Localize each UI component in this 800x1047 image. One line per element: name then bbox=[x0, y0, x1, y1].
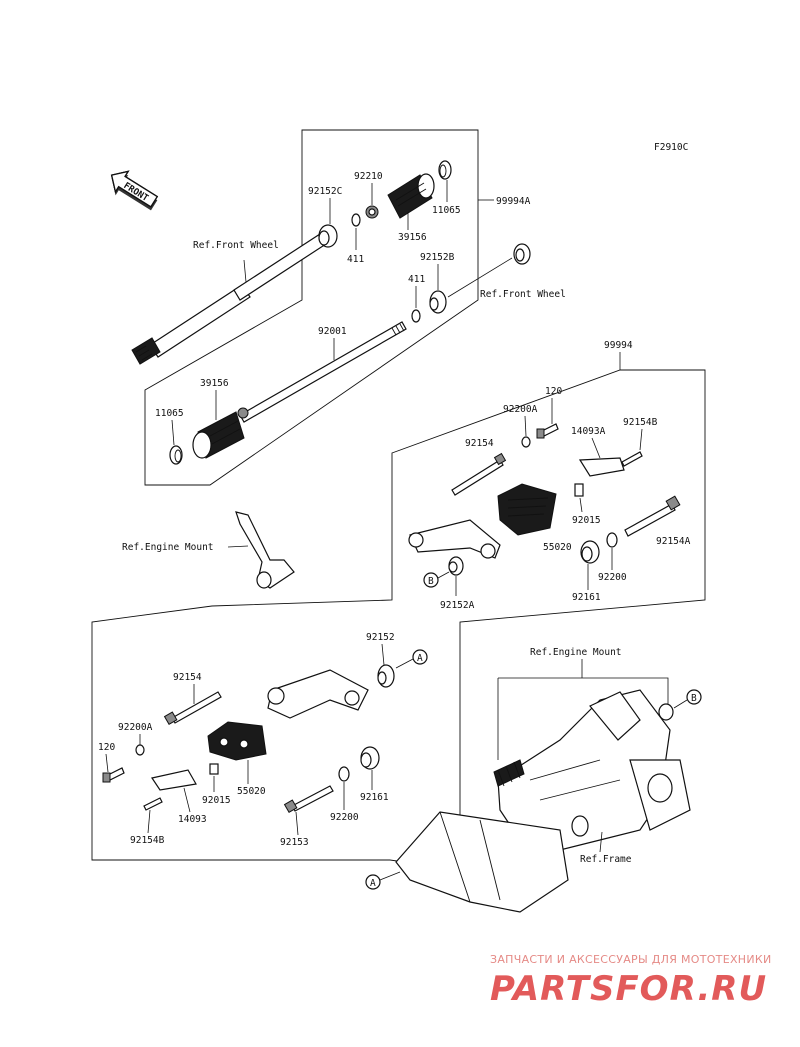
ref-frame: Ref.Frame bbox=[580, 854, 632, 865]
label-11065-top: 11065 bbox=[432, 205, 461, 216]
connector-b-right: B bbox=[423, 571, 450, 588]
label-92200-left: 92200 bbox=[330, 812, 359, 823]
label-92152b: 92152B bbox=[420, 252, 455, 263]
label-92161-right: 92161 bbox=[572, 592, 601, 603]
nut-92210 bbox=[365, 205, 379, 219]
front-arrow-icon: FRONT bbox=[110, 170, 159, 211]
right-slider-bracket bbox=[408, 519, 501, 559]
label-92154-left: 92154 bbox=[173, 672, 202, 683]
left-slider-pad-55020 bbox=[207, 721, 267, 761]
svg-text:A: A bbox=[370, 878, 376, 889]
washer-411-top bbox=[351, 213, 361, 227]
axle-bolt-92001 bbox=[239, 321, 407, 423]
label-14093a: 14093A bbox=[571, 426, 606, 437]
label-92001: 92001 bbox=[318, 326, 347, 337]
label-92015-right: 92015 bbox=[572, 515, 601, 526]
axle-slider-39156-top bbox=[387, 173, 435, 219]
cap-11065-bottom bbox=[169, 445, 183, 465]
label-11065-bottom: 11065 bbox=[155, 408, 184, 419]
bolt-120-right bbox=[536, 423, 559, 439]
collar-92015-right bbox=[574, 483, 584, 497]
bolt-92154-right bbox=[451, 452, 507, 496]
label-92154b-left: 92154B bbox=[130, 835, 165, 846]
label-92152c: 92152C bbox=[308, 186, 342, 197]
label-55020-right: 55020 bbox=[543, 542, 572, 553]
svg-text:B: B bbox=[428, 576, 434, 587]
label-120-right: 120 bbox=[545, 386, 562, 397]
ref-engine-mount-left: Ref.Engine Mount bbox=[122, 542, 214, 553]
label-92154-right: 92154 bbox=[465, 438, 494, 449]
label-92152-left: 92152 bbox=[366, 632, 395, 643]
washer-92200-left bbox=[338, 766, 350, 782]
label-411-mid: 411 bbox=[408, 274, 425, 285]
label-39156-bottom: 39156 bbox=[200, 378, 229, 389]
label-55020-left: 55020 bbox=[237, 786, 266, 797]
label-92161-left: 92161 bbox=[360, 792, 389, 803]
label-92200a-right: 92200A bbox=[503, 404, 538, 415]
washer-92200-right bbox=[606, 532, 618, 548]
plate-14093a bbox=[578, 457, 625, 477]
collar-92152c bbox=[318, 224, 338, 248]
label-92015-left: 92015 bbox=[202, 795, 231, 806]
screw-92154b-left bbox=[143, 797, 163, 811]
label-92154b-right: 92154B bbox=[623, 417, 658, 428]
collar-92152a bbox=[448, 556, 464, 576]
washer-92200a-left bbox=[135, 744, 145, 756]
label-92200-right: 92200 bbox=[598, 572, 627, 583]
connector-a-lower: A bbox=[365, 871, 401, 890]
damper-92161-right bbox=[580, 540, 600, 564]
bolt-92153 bbox=[283, 785, 334, 814]
label-99994: 99994 bbox=[604, 340, 633, 351]
axle-slider-39156-bottom bbox=[192, 407, 249, 459]
label-92210: 92210 bbox=[354, 171, 383, 182]
bolt-120-left bbox=[102, 767, 125, 783]
collar-92152-left bbox=[377, 664, 395, 688]
label-39156-top: 39156 bbox=[398, 232, 427, 243]
front-wheel-bearing-ref bbox=[447, 243, 531, 298]
connector-a-left: A bbox=[395, 649, 428, 669]
label-14093: 14093 bbox=[178, 814, 207, 825]
label-92154a: 92154A bbox=[656, 536, 691, 547]
figure-code: F2910C bbox=[654, 142, 688, 153]
engine-mount-ref-upper bbox=[235, 511, 295, 589]
front-wheel-axle bbox=[131, 233, 327, 365]
plate-14093 bbox=[151, 769, 197, 791]
collar-92015-left bbox=[209, 763, 219, 775]
damper-92161-left bbox=[360, 746, 380, 770]
label-92153: 92153 bbox=[280, 837, 309, 848]
screw-92154b-right bbox=[621, 451, 643, 467]
label-411-top: 411 bbox=[347, 254, 364, 265]
watermark-tagline: ЗАПЧАСТИ И АКСЕССУАРЫ ДЛЯ МОТОТЕХНИКИ bbox=[490, 953, 772, 966]
kit-boundary-99994a bbox=[144, 129, 479, 486]
left-slider-bracket bbox=[267, 669, 369, 719]
ref-engine-mount-right: Ref.Engine Mount bbox=[530, 647, 622, 658]
cap-11065-top bbox=[438, 160, 452, 180]
watermark-logo: PARTSFOR.RU bbox=[490, 969, 767, 1009]
ref-front-wheel-left: Ref.Front Wheel bbox=[193, 240, 279, 251]
right-slider-pad-55020 bbox=[497, 483, 557, 536]
label-99994a: 99994A bbox=[496, 196, 531, 207]
frame-ref bbox=[493, 689, 691, 865]
washer-411-mid bbox=[411, 309, 421, 323]
svg-text:B: B bbox=[691, 693, 697, 704]
connector-b-lower: B bbox=[673, 689, 702, 709]
bolt-92154-left bbox=[163, 691, 222, 726]
ref-front-wheel-right: Ref.Front Wheel bbox=[480, 289, 566, 300]
label-120-left: 120 bbox=[98, 742, 115, 753]
svg-text:A: A bbox=[417, 653, 423, 664]
label-92200a-left: 92200A bbox=[118, 722, 153, 733]
frame-lower-piece bbox=[395, 811, 569, 913]
washer-92200a-right bbox=[521, 436, 531, 448]
label-92152a: 92152A bbox=[440, 600, 475, 611]
bolt-92154a bbox=[624, 495, 681, 537]
collar-92152b bbox=[429, 290, 447, 314]
